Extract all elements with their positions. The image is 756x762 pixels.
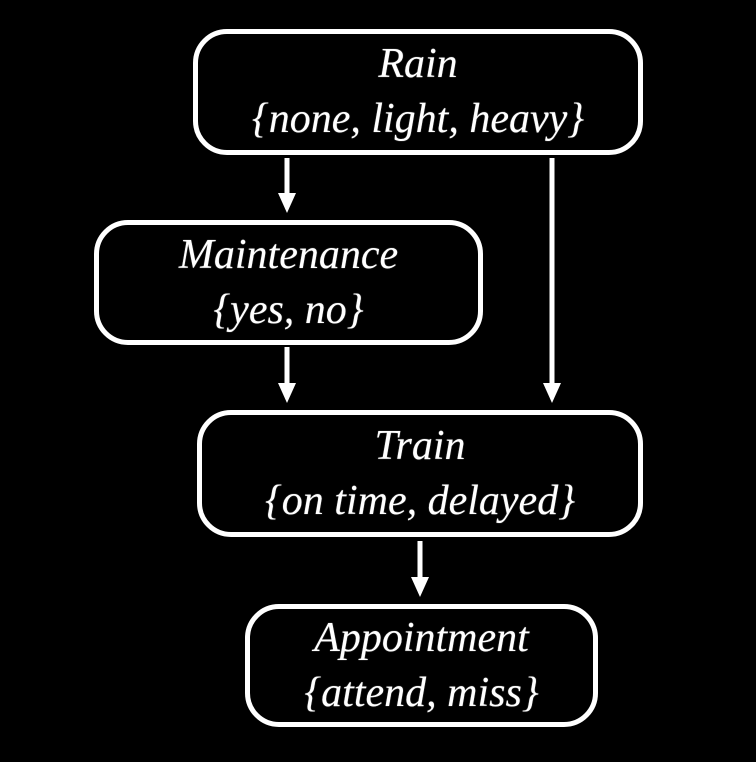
edge-train-to-appointment-arrow bbox=[411, 541, 429, 597]
edge-maintenance-to-train-arrow bbox=[278, 347, 296, 403]
edge-rain-to-maintenance-arrow bbox=[278, 158, 296, 213]
node-maintenance: Maintenance {yes, no} bbox=[94, 220, 483, 345]
node-rain-name: Rain bbox=[378, 41, 458, 87]
node-appointment-name: Appointment bbox=[314, 614, 529, 661]
node-train-values: {on time, delayed} bbox=[265, 477, 575, 524]
node-appointment: Appointment {attend, miss} bbox=[245, 604, 598, 727]
node-appointment-values: {attend, miss} bbox=[304, 669, 539, 716]
node-maintenance-name: Maintenance bbox=[178, 231, 399, 278]
node-train: Train {on time, delayed} bbox=[197, 410, 643, 537]
node-train-name: Train bbox=[374, 422, 466, 469]
edge-rain-to-train-arrow bbox=[543, 158, 561, 403]
node-rain-values: {none, light, heavy} bbox=[251, 96, 585, 142]
node-rain: Rain {none, light, heavy} bbox=[193, 29, 643, 155]
node-maintenance-values: {yes, no} bbox=[213, 286, 364, 333]
